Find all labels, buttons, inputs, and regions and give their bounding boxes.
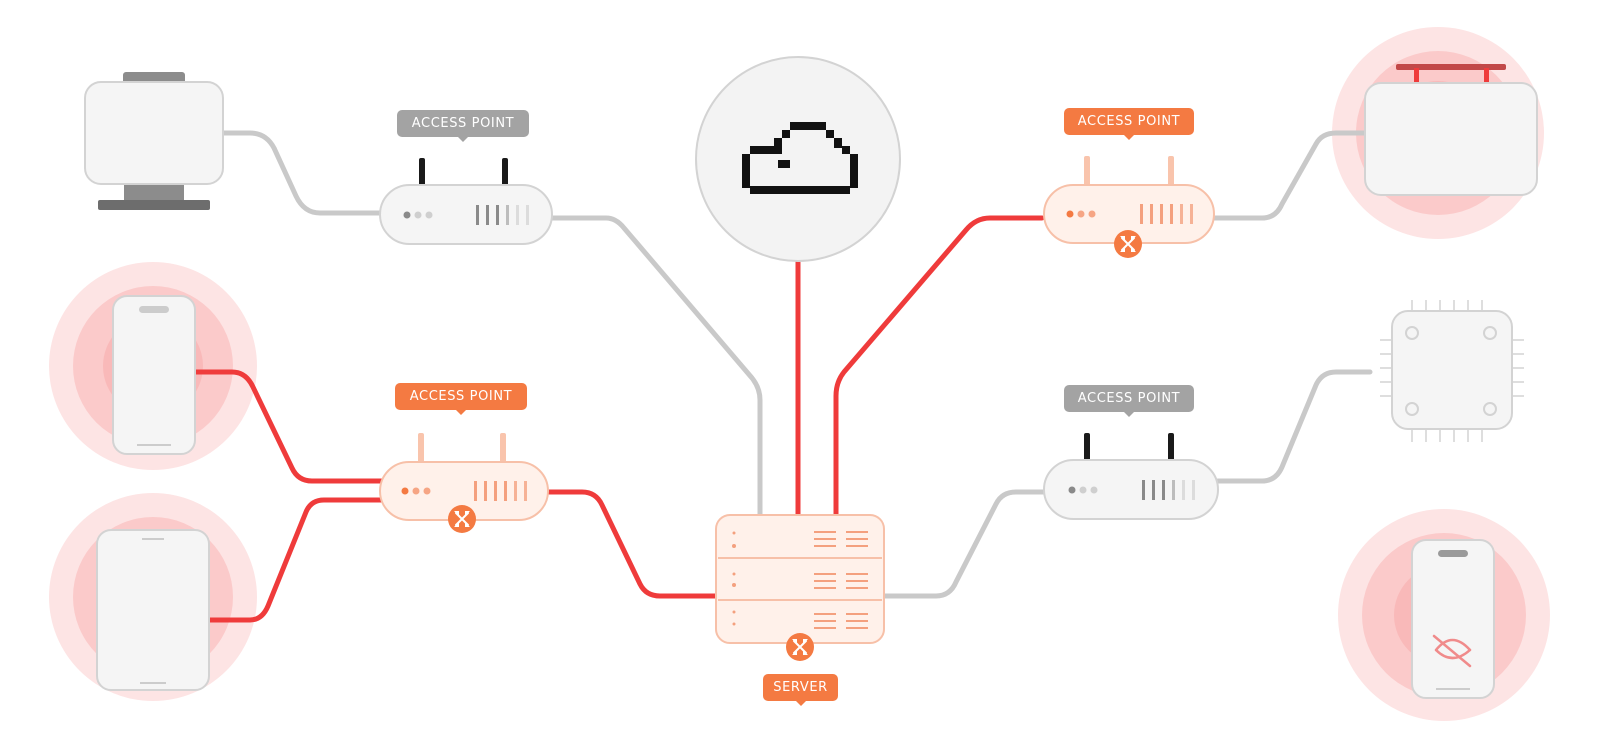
access-point-top-left[interactable] (379, 158, 553, 245)
chip-device[interactable] (1380, 300, 1524, 442)
tablet-device-left[interactable] (96, 529, 210, 691)
link-phone-left-to-ap-mid-left (193, 369, 385, 484)
link-monitor-to-ap-top-left (219, 130, 385, 216)
connections (193, 130, 1373, 623)
connect-arrows-icon (1114, 230, 1142, 258)
connect-arrows-icon (448, 505, 476, 533)
access-point-label-mid-left: ACCESS POINT (395, 383, 527, 415)
access-point-label-top-right: ACCESS POINT (1064, 108, 1194, 140)
access-point-label-top-left: ACCESS POINT (397, 110, 529, 142)
cloud-node[interactable] (695, 56, 901, 262)
link-server-to-ap-mid-right (881, 489, 1047, 599)
pixel-cloud-icon (742, 122, 858, 194)
chip-pins (1380, 300, 1524, 442)
access-point-top-right[interactable] (1043, 156, 1215, 258)
link-tablet-left-to-ap-mid-left (207, 497, 385, 623)
monitor-device[interactable] (84, 72, 224, 210)
link-ap-mid-left-to-server (545, 489, 719, 599)
access-point-mid-left[interactable] (379, 433, 549, 533)
link-ap-top-right-to-laptop (1211, 130, 1369, 221)
connect-arrows-icon (786, 633, 814, 661)
access-point-mid-right[interactable] (1043, 433, 1219, 520)
server-node[interactable] (715, 514, 885, 661)
link-ap-top-right-to-server (833, 215, 1045, 518)
eye-off-icon (1432, 634, 1472, 668)
access-point-label-mid-right: ACCESS POINT (1064, 385, 1194, 417)
phone-device-right[interactable] (1411, 539, 1495, 699)
laptop-device-right[interactable] (1364, 64, 1538, 196)
server-rack-lights (732, 531, 868, 629)
link-ap-top-left-to-server (549, 215, 763, 518)
link-ap-mid-right-to-chip (1215, 369, 1373, 484)
phone-device-left[interactable] (112, 295, 196, 455)
server-label: SERVER (763, 674, 838, 706)
